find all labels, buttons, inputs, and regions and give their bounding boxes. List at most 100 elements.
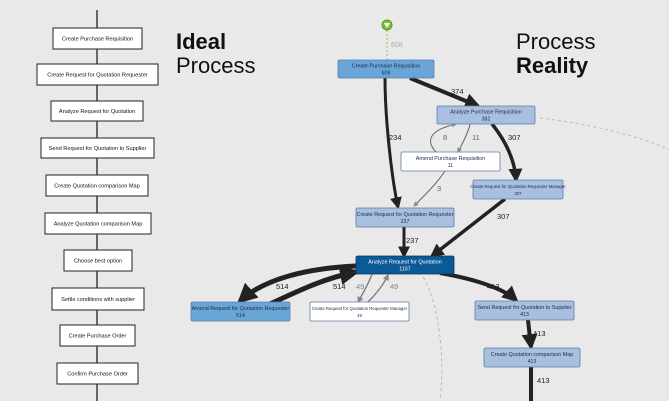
edge-apr-crfqmgr: [490, 122, 523, 183]
reality-node-count: 307: [514, 191, 522, 196]
edge-label-crfqmgr2-arfq: 49: [390, 282, 398, 291]
reality-node-box: [483, 347, 581, 368]
edge-label-cpr-apr: 374: [451, 87, 464, 96]
reality-node-box: [337, 59, 435, 79]
ideal-step-box: [59, 324, 136, 347]
reality-heading-line1: Process: [516, 29, 596, 54]
ideal-step-6: Analyze Quotation comparison Map: [44, 212, 152, 235]
edge-crfqmgr2-arfq: [367, 273, 389, 303]
ideal-step-box: [63, 249, 133, 272]
background-dashed-curve-2: [419, 271, 443, 401]
reality-node-name: Analyze Request for Quotation: [368, 260, 441, 266]
ideal-step-label: Analyze Request for Quotation: [59, 109, 135, 115]
ideal-step-1: Create Purchase Requisition: [52, 27, 143, 50]
edge-label-amendpr-apr: 8: [443, 133, 447, 142]
ideal-heading: Ideal Process: [176, 30, 255, 78]
edge-cpr-crfqreq: [383, 77, 402, 210]
ideal-step-9: Create Purchase Order: [59, 324, 136, 347]
edge-label-amendrfq-arfq: 514: [333, 282, 346, 291]
reality-edge-labels: 608 374 234 11 8 307 3 307 237 514 514 4…: [276, 42, 550, 385]
reality-node-box: [355, 255, 455, 275]
reality-node-box: [309, 301, 410, 322]
edge-label-crfqreq-arfq: 237: [406, 236, 419, 245]
edge-label-apr-crfqmgr: 307: [508, 133, 521, 142]
ideal-step-label: Confirm Purchase Order: [67, 372, 128, 378]
reality-node-count: 11: [448, 163, 453, 169]
reality-node-count: 608: [382, 71, 391, 77]
ideal-step-3: Analyze Request for Quotation: [50, 100, 144, 122]
reality-heading-line2: Reality: [516, 53, 589, 78]
reality-node-name: Create Request for Quotation Requester M…: [470, 184, 566, 189]
reality-node-name: Create Request for Quotation Requester M…: [312, 306, 408, 311]
ideal-step-label: Send Request for Quotation to Supplier: [49, 146, 147, 152]
ideal-step-label: Settle conditions with supplier: [61, 297, 135, 303]
edge-label-arfq-sendrfq: 413: [487, 282, 500, 291]
start-marker-arrow-icon: [384, 23, 390, 28]
edge-arfq-sendrfq: [439, 271, 519, 303]
reality-node-box: [474, 300, 575, 321]
edge-arfq-crfqmgr2: [357, 273, 373, 304]
reality-node-crfq_mgr[interactable]: Create Request for Quotation Requester M…: [470, 179, 566, 200]
ideal-step-10: Confirm Purchase Order: [56, 362, 139, 385]
background-dashed-curve: [539, 117, 669, 151]
ideal-step-box: [36, 63, 159, 86]
reality-node-crfq_mgr2[interactable]: Create Request for Quotation Requester M…: [309, 301, 410, 322]
reality-heading: Process Reality: [516, 30, 595, 78]
ideal-step-box: [45, 174, 149, 197]
reality-node-name: Create Request for Quotation Requester: [357, 212, 454, 218]
ideal-step-7: Choose best option: [63, 249, 133, 272]
start-count-label: 608: [391, 42, 403, 49]
edge-amendrfq-arfq: [268, 265, 360, 307]
reality-node-crfq_req[interactable]: Create Request for Quotation Requester23…: [355, 207, 455, 228]
reality-node-name: Send Request for Quotation to Supplier: [477, 305, 571, 311]
ideal-step-label: Create Request for Quotation Requester: [47, 73, 148, 79]
edge-label-amendpr-crfqreq: 3: [437, 184, 441, 193]
reality-node-name: Amend Request for Quotation Requester: [192, 306, 290, 312]
reality-node-name: Create Quotation comparison Map: [491, 352, 573, 358]
reality-node-box: [190, 301, 291, 322]
edge-label-arfq-crfqmgr2: 49: [356, 282, 364, 291]
ideal-step-box: [56, 362, 139, 385]
edge-label-sendrfq-cqcm: 413: [533, 329, 546, 338]
reality-node-name: Analyze Purchase Requisition: [450, 110, 522, 116]
reality-node-send_rfq[interactable]: Send Request for Quotation to Supplier41…: [474, 300, 575, 321]
edge-amendpr-crfqreq: [413, 170, 446, 207]
ideal-step-box: [50, 100, 144, 122]
edge-label-apr-amendpr: 11: [472, 133, 480, 142]
ideal-step-box: [40, 137, 155, 159]
reality-node-count: 514: [236, 313, 245, 319]
edge-cpr-apr: [409, 76, 481, 109]
reality-edges: [237, 30, 538, 401]
reality-node-count: 237: [401, 219, 410, 225]
ideal-step-2: Create Request for Quotation Requester: [36, 63, 159, 86]
reality-node-count: 382: [482, 117, 491, 123]
ideal-step-4: Send Request for Quotation to Supplier: [40, 137, 155, 159]
reality-node-count: 413: [520, 312, 529, 318]
reality-node-box: [355, 207, 455, 228]
ideal-step-5: Create Quotation comparison Map: [45, 174, 149, 197]
reality-node-name: Amend Purchase Requisition: [416, 156, 486, 162]
ideal-step-label: Choose best option: [74, 259, 122, 265]
start-marker: [381, 19, 393, 31]
edge-label-arfq-amendrfq: 514: [276, 282, 289, 291]
ideal-heading-line2: Process: [176, 53, 256, 78]
edge-label-crfqmgr-arfq: 307: [497, 212, 510, 221]
ideal-step-label: Create Quotation comparison Map: [54, 184, 140, 190]
reality-node-count: 413: [528, 359, 537, 365]
ideal-step-box: [51, 287, 145, 311]
ideal-step-label: Create Purchase Requisition: [62, 37, 133, 43]
reality-node-count: 1107: [399, 267, 410, 273]
edge-label-cpr-crfqreq: 234: [389, 133, 402, 142]
edge-label-cqcm-out: 413: [537, 376, 550, 385]
ideal-step-label: Create Purchase Order: [69, 334, 127, 340]
ideal-step-8: Settle conditions with supplier: [51, 287, 145, 311]
ideal-step-box: [44, 212, 152, 235]
